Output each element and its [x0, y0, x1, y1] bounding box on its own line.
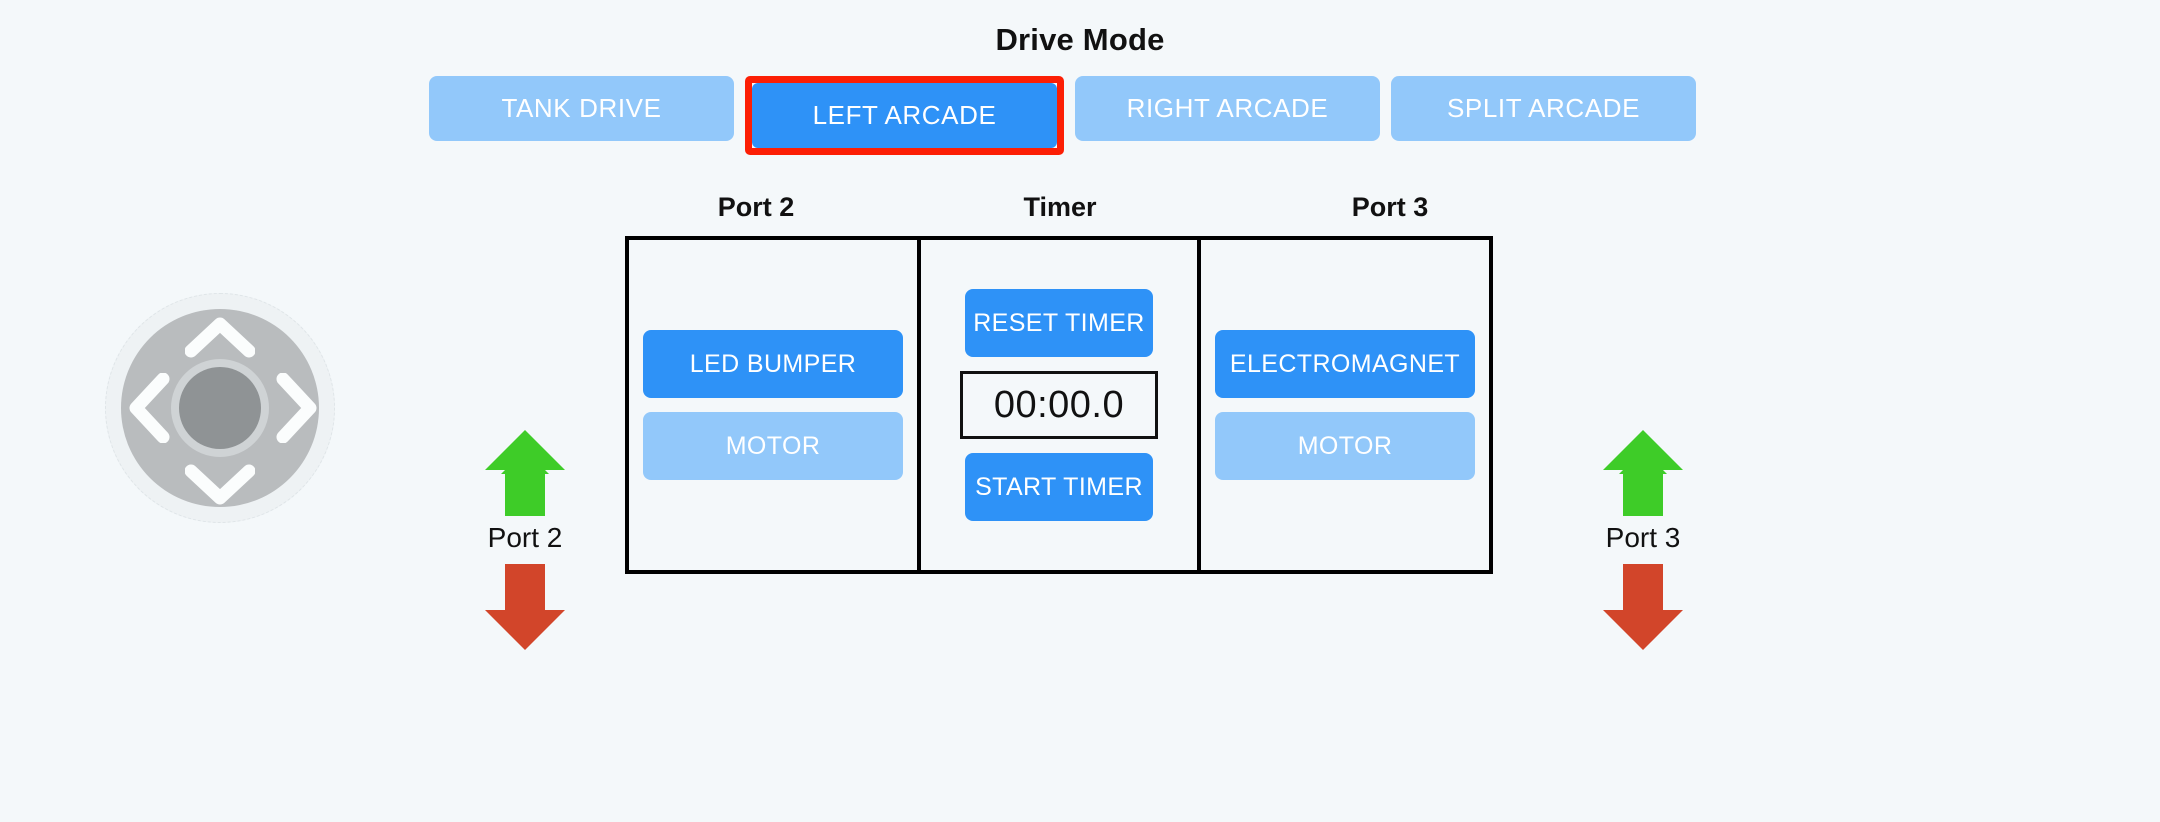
dpad-up-chevron-icon[interactable] [185, 315, 255, 359]
drive-mode-option-left-arcade-wrap: LEFT ARCADE [745, 76, 1064, 155]
reset-timer-button[interactable]: RESET TIMER [965, 289, 1153, 357]
control-panel-grid: LED BUMPER MOTOR RESET TIMER 00:00.0 STA… [625, 236, 1493, 574]
green-up-arrow-icon[interactable] [1601, 428, 1685, 518]
electromagnet-button[interactable]: ELECTROMAGNET [1215, 330, 1475, 398]
panel-column-port2: LED BUMPER MOTOR [629, 240, 917, 570]
port3-arrow-caption: Port 3 [1605, 522, 1681, 553]
drive-mode-tank-drive-button[interactable]: TANK DRIVE [429, 76, 734, 141]
column-heading-port2: Port 2 [717, 192, 795, 222]
directional-pad[interactable] [105, 293, 335, 523]
led-bumper-button[interactable]: LED BUMPER [643, 330, 903, 398]
drive-mode-option-tank-drive-wrap: TANK DRIVE [429, 76, 734, 155]
red-down-arrow-icon[interactable] [1601, 562, 1685, 652]
dpad-left-chevron-icon[interactable] [127, 373, 171, 443]
panel-column-timer: RESET TIMER 00:00.0 START TIMER [917, 240, 1201, 570]
port2-arrow-caption: Port 2 [487, 522, 563, 553]
column-heading-port3: Port 3 [1351, 192, 1429, 222]
port2-arrow-controls: Port 2 [440, 428, 610, 652]
dpad-down-chevron-icon[interactable] [185, 463, 255, 507]
dpad-right-chevron-icon[interactable] [275, 373, 319, 443]
column-heading-timer: Timer [1023, 192, 1097, 222]
port3-motor-button[interactable]: MOTOR [1215, 412, 1475, 480]
dpad-knob[interactable] [179, 367, 261, 449]
drive-mode-left-arcade-button[interactable]: LEFT ARCADE [752, 83, 1057, 148]
port3-arrow-controls: Port 3 [1558, 428, 1728, 652]
green-up-arrow-icon[interactable] [483, 428, 567, 518]
timer-readout: 00:00.0 [960, 371, 1158, 439]
drive-mode-option-right-arcade-wrap: RIGHT ARCADE [1075, 76, 1380, 155]
drive-mode-selector: TANK DRIVE LEFT ARCADE RIGHT ARCADE SPLI… [429, 76, 1696, 155]
port2-motor-button[interactable]: MOTOR [643, 412, 903, 480]
start-timer-button[interactable]: START TIMER [965, 453, 1153, 521]
panel-column-port3: ELECTROMAGNET MOTOR [1201, 240, 1489, 570]
drive-mode-split-arcade-button[interactable]: SPLIT ARCADE [1391, 76, 1696, 141]
page-title: Drive Mode [995, 22, 1165, 57]
drive-mode-option-split-arcade-wrap: SPLIT ARCADE [1391, 76, 1696, 155]
red-down-arrow-icon[interactable] [483, 562, 567, 652]
drive-mode-right-arcade-button[interactable]: RIGHT ARCADE [1075, 76, 1380, 141]
